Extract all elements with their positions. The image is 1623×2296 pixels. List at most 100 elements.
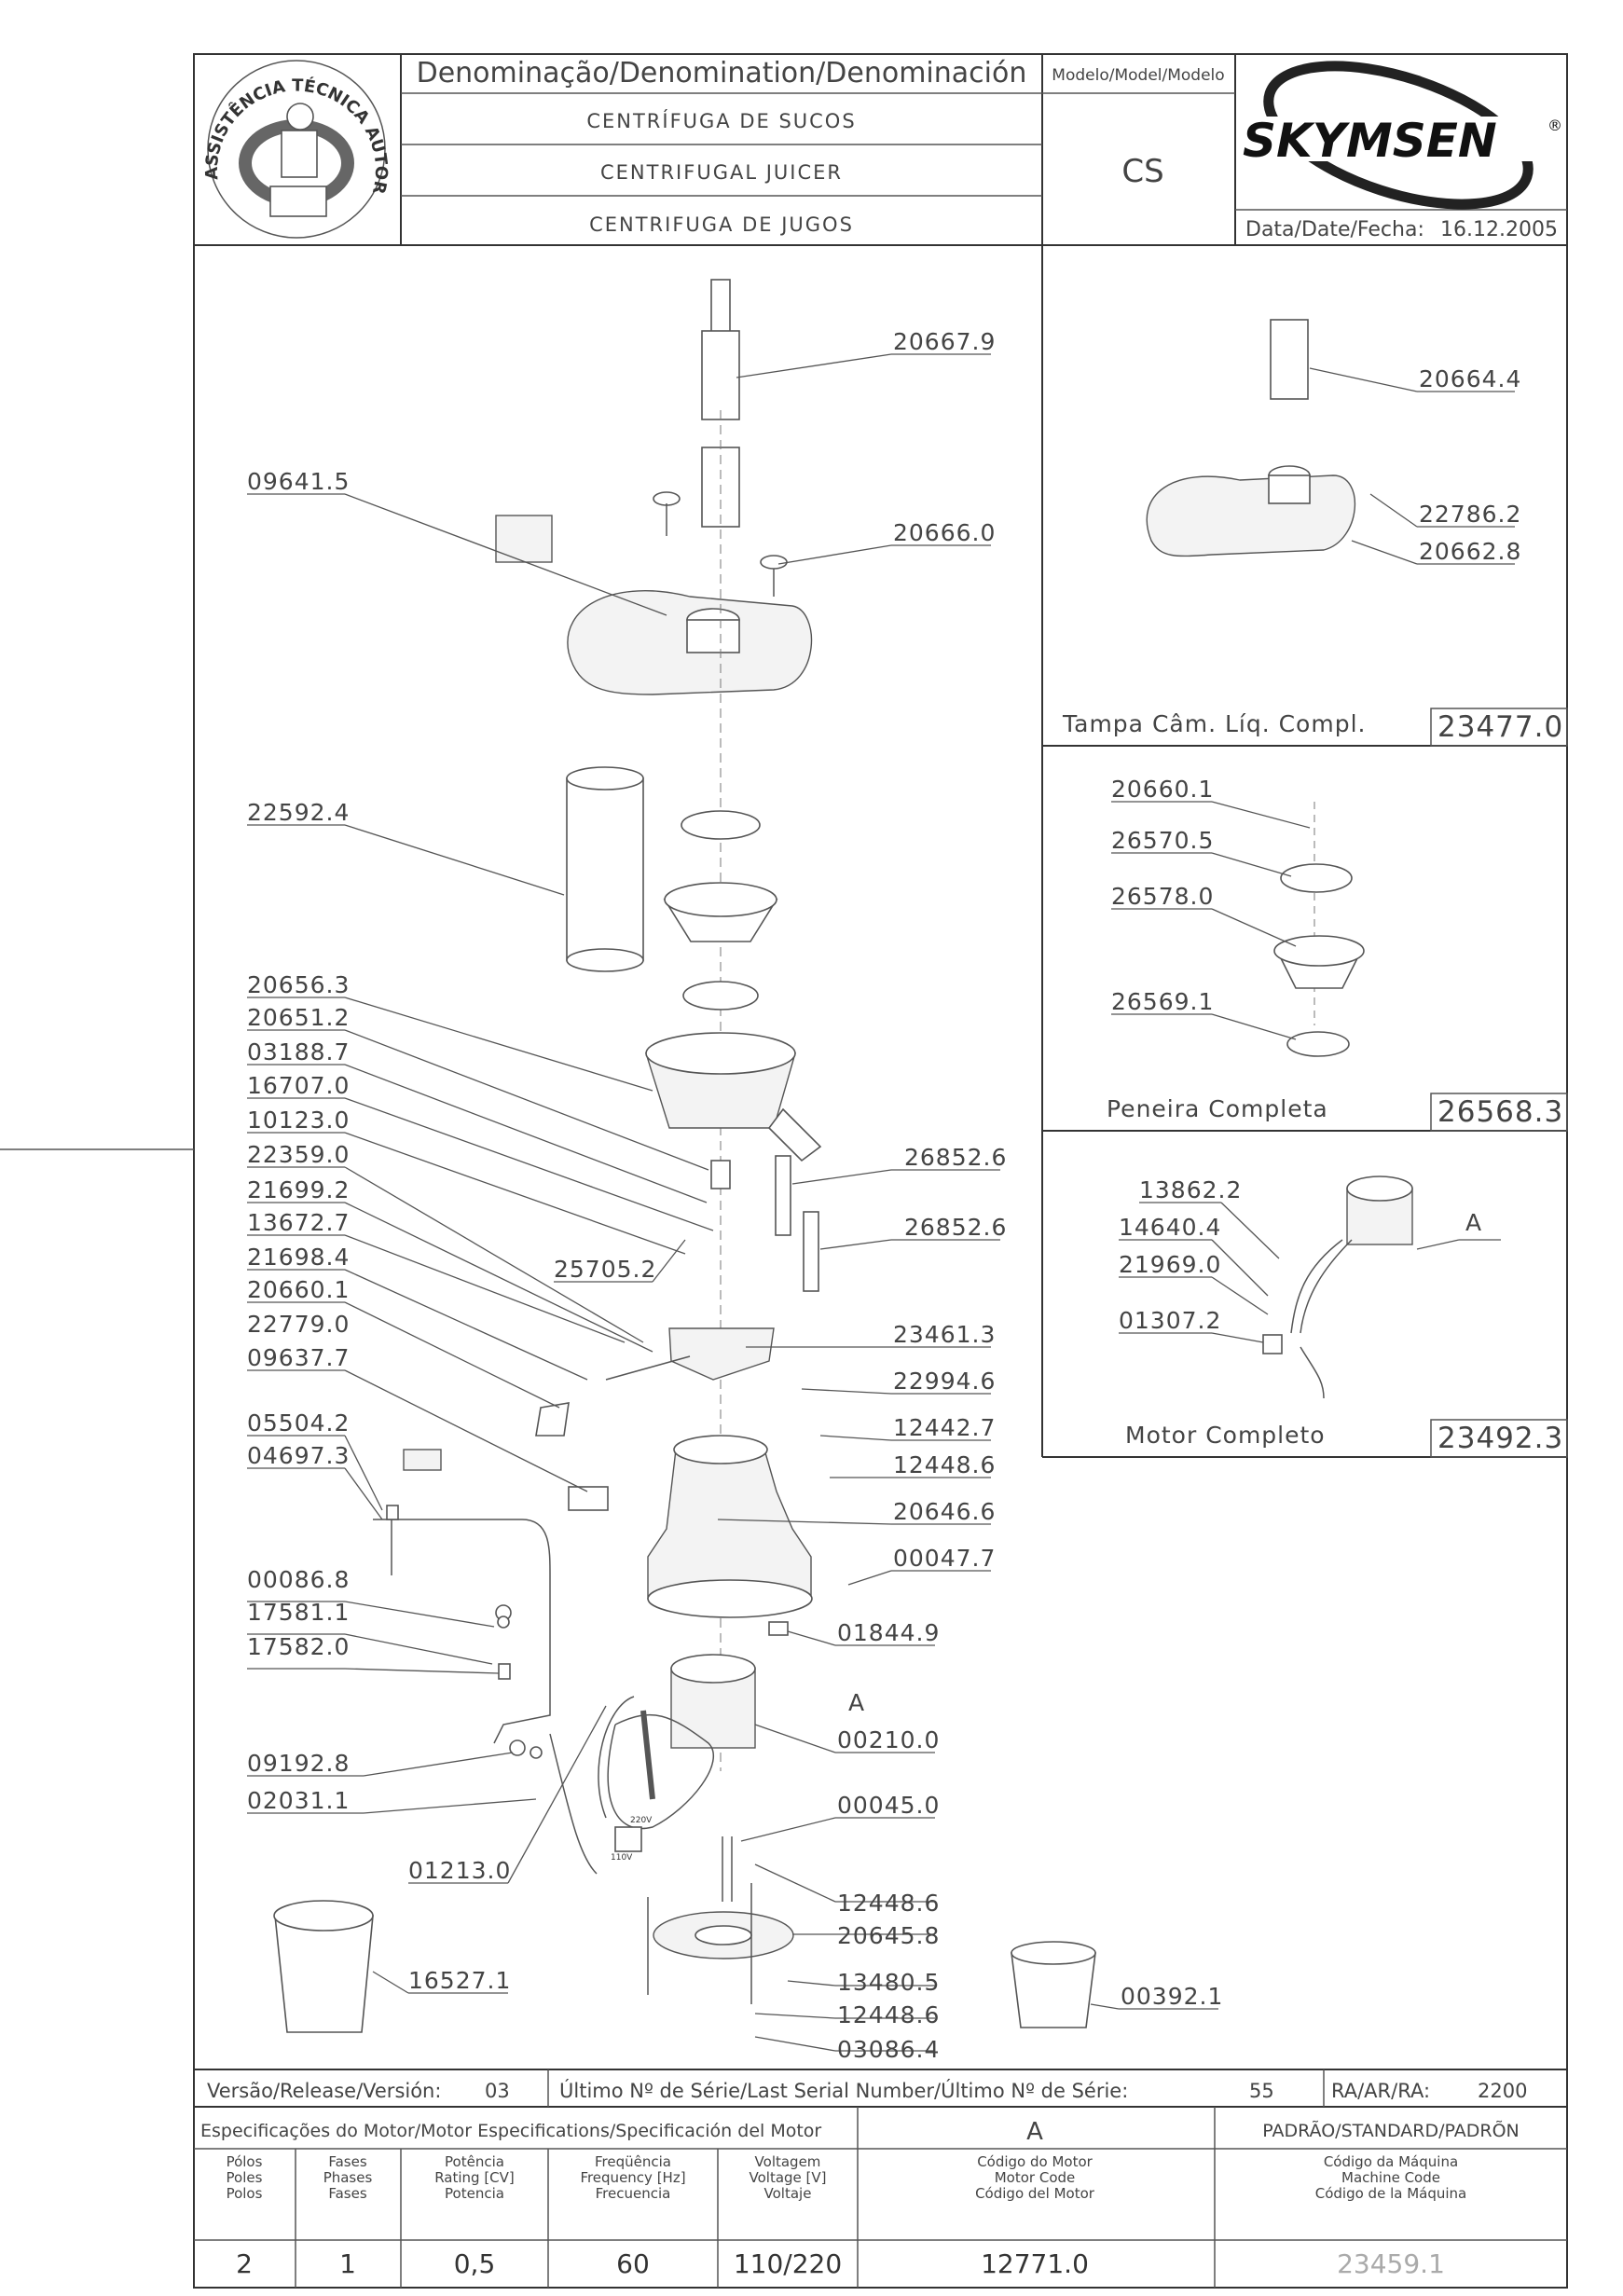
model-label: Modelo/Model/Modelo (1052, 66, 1224, 85)
part-label: 03188.7 (247, 1038, 350, 1066)
svg-text:Frequency [Hz]: Frequency [Hz] (580, 2169, 685, 2186)
part-label: 17582.0 (247, 1633, 350, 1660)
svg-text:12771.0: 12771.0 (981, 2248, 1089, 2279)
svg-text:0,5: 0,5 (454, 2248, 496, 2279)
model-code: CS (1121, 153, 1163, 190)
ra-value: 2200 (1478, 2080, 1527, 2102)
svg-text:2: 2 (236, 2248, 253, 2279)
part-label: 20651.2 (247, 1004, 350, 1031)
panel-code: 26568.3 (1437, 1095, 1563, 1129)
part-label: 00392.1 (1121, 1983, 1223, 2010)
part-label: 20667.9 (893, 328, 996, 355)
part-label: 22994.6 (893, 1368, 996, 1395)
voltage-mark-110: 110V (611, 1853, 633, 1863)
svg-text:Frecuencia: Frecuencia (596, 2185, 671, 2202)
panel-title: Peneira Completa (1107, 1095, 1328, 1122)
svg-text:Fases: Fases (328, 2185, 366, 2202)
serial-value: 55 (1249, 2080, 1274, 2102)
part-label: 10123.0 (247, 1107, 350, 1134)
svg-text:Pólos: Pólos (227, 2153, 263, 2170)
svg-text:110/220: 110/220 (734, 2248, 842, 2279)
part-label: 14640.4 (1119, 1214, 1221, 1241)
date-value: 16.12.2005 (1440, 218, 1558, 241)
part-label: 12448.6 (837, 2001, 940, 2028)
part-label: 00210.0 (837, 1726, 940, 1753)
part-label: 20666.0 (893, 519, 996, 546)
part-label: 21699.2 (247, 1176, 350, 1203)
svg-text:Polos: Polos (227, 2185, 263, 2202)
spec-column-frequency: Freqüência Frequency [Hz] Frecuencia 60 (580, 2153, 685, 2279)
panel-title: Tampa Câm. Líq. Compl. (1062, 710, 1366, 737)
main-part-labels: 20667.9 09641.5 20666.0 22592.4 20656.3 … (247, 328, 1223, 2063)
part-label: 01844.9 (837, 1619, 940, 1646)
panel-motor-complete: 13862.2 14640.4 21969.0 01307.2 A Motor … (1119, 1175, 1568, 1458)
part-label: 20656.3 (247, 971, 350, 998)
part-label: 02031.1 (247, 1787, 350, 1814)
part-label: 09192.8 (247, 1750, 350, 1777)
part-label: 00086.8 (247, 1566, 350, 1593)
serial-label: Último Nº de Série/Last Serial Number/Úl… (559, 2079, 1128, 2102)
part-label: 26578.0 (1111, 883, 1214, 910)
part-label: 21969.0 (1119, 1251, 1221, 1278)
product-name-pt: CENTRÍFUGA DE SUCOS (586, 109, 856, 132)
svg-text:60: 60 (616, 2248, 650, 2279)
part-label: 20664.4 (1419, 365, 1521, 392)
svg-text:Fases: Fases (328, 2153, 366, 2170)
part-label: 12442.7 (893, 1414, 996, 1441)
part-label: 26569.1 (1111, 988, 1214, 1015)
svg-text:Código do Motor: Código do Motor (977, 2153, 1093, 2170)
exploded-parts (273, 279, 1096, 2033)
motor-detail-ref: A (1465, 1209, 1482, 1236)
product-name-en: CENTRIFUGAL JUICER (600, 161, 843, 184)
part-label: 16527.1 (408, 1967, 511, 1994)
part-label: 03086.4 (837, 2036, 940, 2063)
part-label: 01307.2 (1119, 1307, 1221, 1334)
part-label: 13672.7 (247, 1209, 350, 1236)
title-block: ASSISTÊNCIA TÉCNICA AUTORIZADA Denominaç… (0, 0, 1567, 245)
part-label: 17581.1 (247, 1599, 350, 1626)
spec-column-phases: Fases Phases Fases 1 (323, 2153, 373, 2279)
seal-text: ASSISTÊNCIA TÉCNICA AUTORIZADA (0, 0, 391, 196)
svg-text:Freqüência: Freqüência (595, 2153, 671, 2170)
svg-text:Motor Code: Motor Code (995, 2169, 1076, 2186)
authorized-service-seal: ASSISTÊNCIA TÉCNICA AUTORIZADA (0, 0, 391, 239)
part-label: 20660.1 (1111, 776, 1214, 803)
panel-lid-complete: 20664.4 22786.2 20662.8 Tampa Câm. Líq. … (1062, 319, 1568, 747)
panel-code: 23477.0 (1437, 710, 1563, 744)
product-name-es: CENTRIFUGA DE JUGOS (589, 213, 854, 236)
main-leader-lines (247, 353, 1218, 2052)
voltage-mark-220: 220V (630, 1816, 653, 1825)
svg-text:Código del Motor: Código del Motor (975, 2185, 1095, 2202)
svg-text:Potência: Potência (445, 2153, 504, 2170)
svg-text:Código da Máquina: Código da Máquina (1324, 2153, 1458, 2170)
svg-text:Voltaje: Voltaje (764, 2185, 812, 2202)
part-label: 20662.8 (1419, 538, 1521, 565)
spec-column-machine-code: Código da Máquina Machine Code Código de… (1315, 2153, 1466, 2279)
svg-text:Rating [CV]: Rating [CV] (434, 2169, 515, 2186)
part-label: 22592.4 (247, 799, 350, 826)
part-label: 26852.6 (904, 1144, 1007, 1171)
part-label: 12448.6 (837, 1890, 940, 1917)
panel-code: 23492.3 (1437, 1422, 1563, 1455)
part-label: 20646.6 (893, 1498, 996, 1525)
spec-column-poles: Pólos Poles Polos 2 (227, 2153, 263, 2279)
part-label: 16707.0 (247, 1072, 350, 1099)
svg-text:Voltage [V]: Voltage [V] (750, 2169, 827, 2186)
svg-text:23459.1: 23459.1 (1337, 2248, 1445, 2279)
svg-text:1: 1 (339, 2248, 356, 2279)
part-label: 20645.8 (837, 1922, 940, 1949)
part-label: 23461.3 (893, 1321, 996, 1348)
part-label: 21698.4 (247, 1244, 350, 1271)
svg-text:Potencia: Potencia (445, 2185, 504, 2202)
part-label: 26570.5 (1111, 827, 1214, 854)
svg-text:Phases: Phases (323, 2169, 373, 2186)
part-label: 09641.5 (247, 468, 350, 495)
motor-ref: A (1026, 2118, 1043, 2146)
brand-logo: SKYMSEN ® (1243, 61, 1562, 210)
part-label: 00047.7 (893, 1545, 996, 1572)
svg-text:Código de la Máquina: Código de la Máquina (1315, 2185, 1466, 2202)
svg-text:Machine Code: Machine Code (1341, 2169, 1440, 2186)
part-label: 25705.2 (554, 1256, 656, 1283)
part-label: 12448.6 (893, 1451, 996, 1478)
